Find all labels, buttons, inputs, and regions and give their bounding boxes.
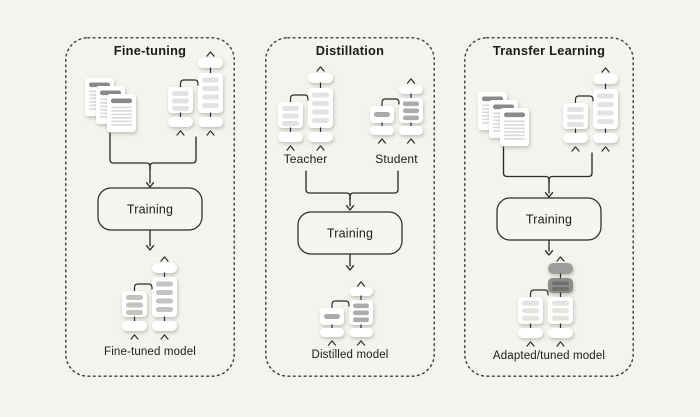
panel-dashed-border: [65, 37, 235, 377]
layer-lines: [312, 92, 329, 123]
adapter-lines: [552, 281, 569, 291]
skip-connector: [331, 300, 350, 309]
layer-line: [374, 112, 390, 117]
document-stack-icon: [478, 92, 529, 146]
panel-dashed-border: [464, 37, 634, 377]
layer-lines: [567, 107, 584, 127]
layer-lines: [202, 77, 219, 108]
panel-title: Fine-tuning: [114, 43, 186, 58]
panel-title: Transfer Learning: [493, 43, 605, 58]
skip-connector: [179, 79, 199, 88]
fine-tuned-model-icon: [122, 256, 177, 340]
transformer-model-icon: [563, 67, 618, 152]
panel-transfer-learning: Transfer Learning: [464, 37, 634, 377]
skip-connector: [133, 283, 153, 292]
layer-lines: [597, 93, 614, 124]
layer-lines: [522, 300, 539, 321]
skip-connector: [574, 95, 594, 104]
layer-line: [324, 314, 340, 319]
skip-connector: [289, 94, 309, 103]
student-model-icon: [370, 78, 423, 144]
panel-distillation: Distillation: [265, 37, 435, 377]
result-label: Distilled model: [311, 349, 388, 361]
layer-lines: [552, 300, 569, 321]
distilled-model-icon: [320, 281, 373, 346]
output-arrow: [145, 229, 155, 251]
skip-connector: [529, 289, 549, 298]
panel-fine-tuning: Fine-tuning: [65, 37, 235, 377]
teacher-model-icon: [278, 66, 333, 151]
layer-lines: [126, 295, 143, 315]
layer-lines: [403, 101, 419, 121]
training-label: Training: [327, 227, 373, 241]
layer-lines: [156, 281, 173, 312]
student-label: Student: [375, 152, 418, 166]
output-arrow: [345, 253, 355, 271]
panel-title: Distillation: [316, 43, 384, 58]
result-label: Fine-tuned model: [104, 346, 196, 358]
panel-dashed-border: [265, 37, 435, 377]
layer-lines: [172, 91, 189, 111]
layer-lines: [282, 106, 299, 126]
result-label: Adapted/tuned model: [493, 350, 605, 362]
training-label: Training: [526, 213, 572, 227]
teacher-label: Teacher: [284, 152, 328, 166]
training-label: Training: [127, 203, 173, 217]
merge-connector: [502, 146, 593, 198]
document-stack-icon: [85, 78, 136, 132]
transformer-model-icon: [168, 51, 223, 136]
merge-connector: [305, 170, 399, 211]
adapted-model-icon: [518, 256, 573, 347]
output-arrow: [544, 239, 554, 256]
skip-connector: [381, 98, 400, 107]
merge-connector: [109, 132, 197, 188]
layer-lines: [353, 303, 369, 323]
adapter-pill: [548, 263, 573, 274]
